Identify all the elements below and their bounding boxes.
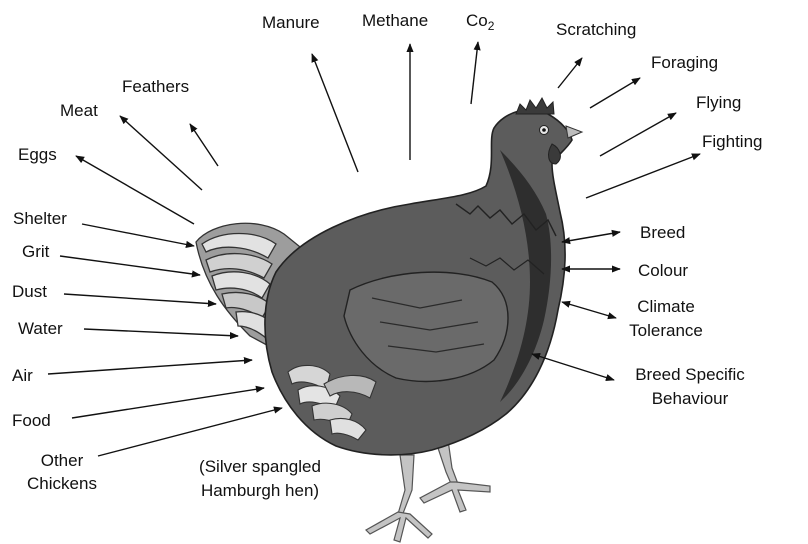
arrow-breed (562, 232, 620, 242)
label-foraging: Foraging (651, 52, 718, 73)
arrow-food (72, 388, 264, 418)
label-climate-line2: Tolerance (614, 320, 718, 341)
arrow-dust (64, 294, 216, 304)
label-food: Food (12, 410, 51, 431)
arrow-air (48, 360, 252, 374)
label-breed-specific-behaviour: Breed Specific Behaviour (616, 364, 764, 409)
label-co2-subscript: 2 (488, 19, 495, 33)
arrow-co2 (471, 42, 478, 104)
caption-line2: Hamburgh hen) (176, 480, 344, 501)
label-breed: Breed (640, 222, 685, 243)
arrow-meat (120, 116, 202, 190)
arrow-climate-tolerance (562, 302, 616, 318)
arrow-foraging (590, 78, 640, 108)
arrow-shelter (82, 224, 194, 246)
arrow-water (84, 329, 238, 336)
arrow-feathers (190, 124, 218, 166)
label-fighting: Fighting (702, 131, 762, 152)
label-scratching: Scratching (556, 19, 636, 40)
label-air: Air (12, 365, 33, 386)
arrow-fighting (586, 154, 700, 198)
label-other-chickens: Other Chickens (10, 450, 114, 494)
label-behaviour-line2: Behaviour (616, 388, 764, 409)
label-shelter: Shelter (13, 208, 67, 229)
label-climate-tolerance: Climate Tolerance (614, 296, 718, 341)
label-colour: Colour (638, 260, 688, 281)
label-water: Water (18, 318, 63, 339)
label-other-chickens-line2: Chickens (10, 473, 114, 494)
label-feathers: Feathers (122, 76, 189, 97)
label-co2: Co2 (466, 10, 494, 37)
arrow-scratching (558, 58, 582, 88)
caption: (Silver spangled Hamburgh hen) (176, 456, 344, 501)
label-meat: Meat (60, 100, 98, 121)
label-behaviour-line1: Breed Specific (616, 364, 764, 385)
arrow-other-chickens (98, 408, 282, 456)
label-methane: Methane (362, 10, 428, 31)
label-eggs: Eggs (18, 144, 57, 165)
arrow-grit (60, 256, 200, 275)
label-grit: Grit (22, 241, 49, 262)
hen-beak (566, 126, 582, 138)
label-other-chickens-line1: Other (10, 450, 114, 471)
label-manure: Manure (262, 12, 320, 33)
label-climate-line1: Climate (614, 296, 718, 317)
caption-line1: (Silver spangled (176, 456, 344, 477)
label-co2-prefix: Co (466, 11, 488, 30)
label-dust: Dust (12, 281, 47, 302)
arrow-manure (312, 54, 358, 172)
hen-comb (516, 98, 554, 114)
arrow-breed-behaviour (532, 354, 614, 380)
label-flying: Flying (696, 92, 741, 113)
arrow-flying (600, 113, 676, 156)
